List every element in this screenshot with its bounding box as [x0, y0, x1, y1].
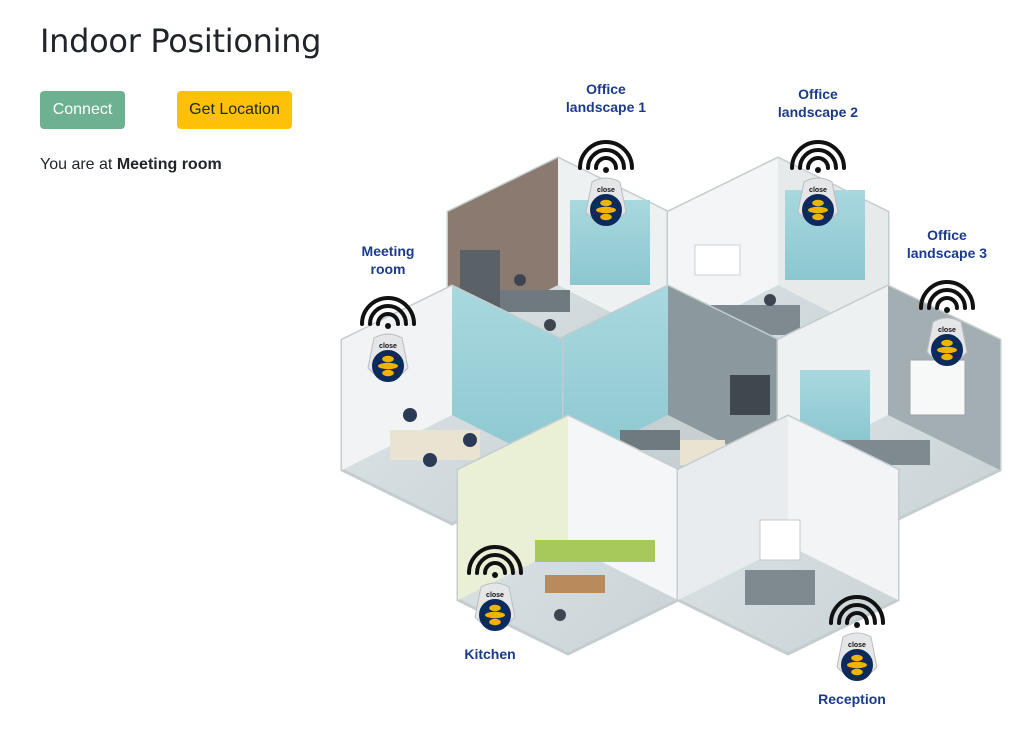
wifi-icon — [467, 545, 523, 578]
beacon-meeting-room: close — [360, 296, 416, 382]
beacon-label: close — [848, 642, 866, 649]
beacon-office-landscape-2: close — [790, 140, 846, 226]
status-prefix: You are at — [40, 156, 113, 173]
beacon-label: close — [597, 187, 615, 194]
location-status: You are at Meeting room — [40, 156, 222, 174]
beacon-office-landscape-1: close — [578, 140, 634, 226]
beacon-office-landscape-3: close — [919, 280, 975, 366]
room-label-kitchen: Kitchen — [464, 646, 515, 662]
beacon-label: close — [379, 343, 397, 350]
beacon-label: close — [938, 327, 956, 334]
page-title: Indoor Positioning — [40, 22, 322, 60]
wifi-icon — [578, 140, 634, 173]
wifi-icon — [829, 595, 885, 628]
room-reception — [676, 414, 900, 656]
beacon-kitchen: close — [467, 545, 523, 631]
room-kitchen — [456, 414, 680, 656]
room-label-reception: Reception — [818, 691, 886, 707]
beacon-label: close — [486, 592, 504, 599]
wifi-icon — [360, 296, 416, 329]
wifi-icon — [790, 140, 846, 173]
wifi-icon — [919, 280, 975, 313]
beacon-label: close — [809, 187, 827, 194]
beacon-reception: close — [829, 595, 885, 681]
get-location-button[interactable]: Get Location — [177, 91, 292, 129]
connect-button[interactable]: Connect — [40, 91, 125, 129]
current-location: Meeting room — [116, 156, 222, 173]
